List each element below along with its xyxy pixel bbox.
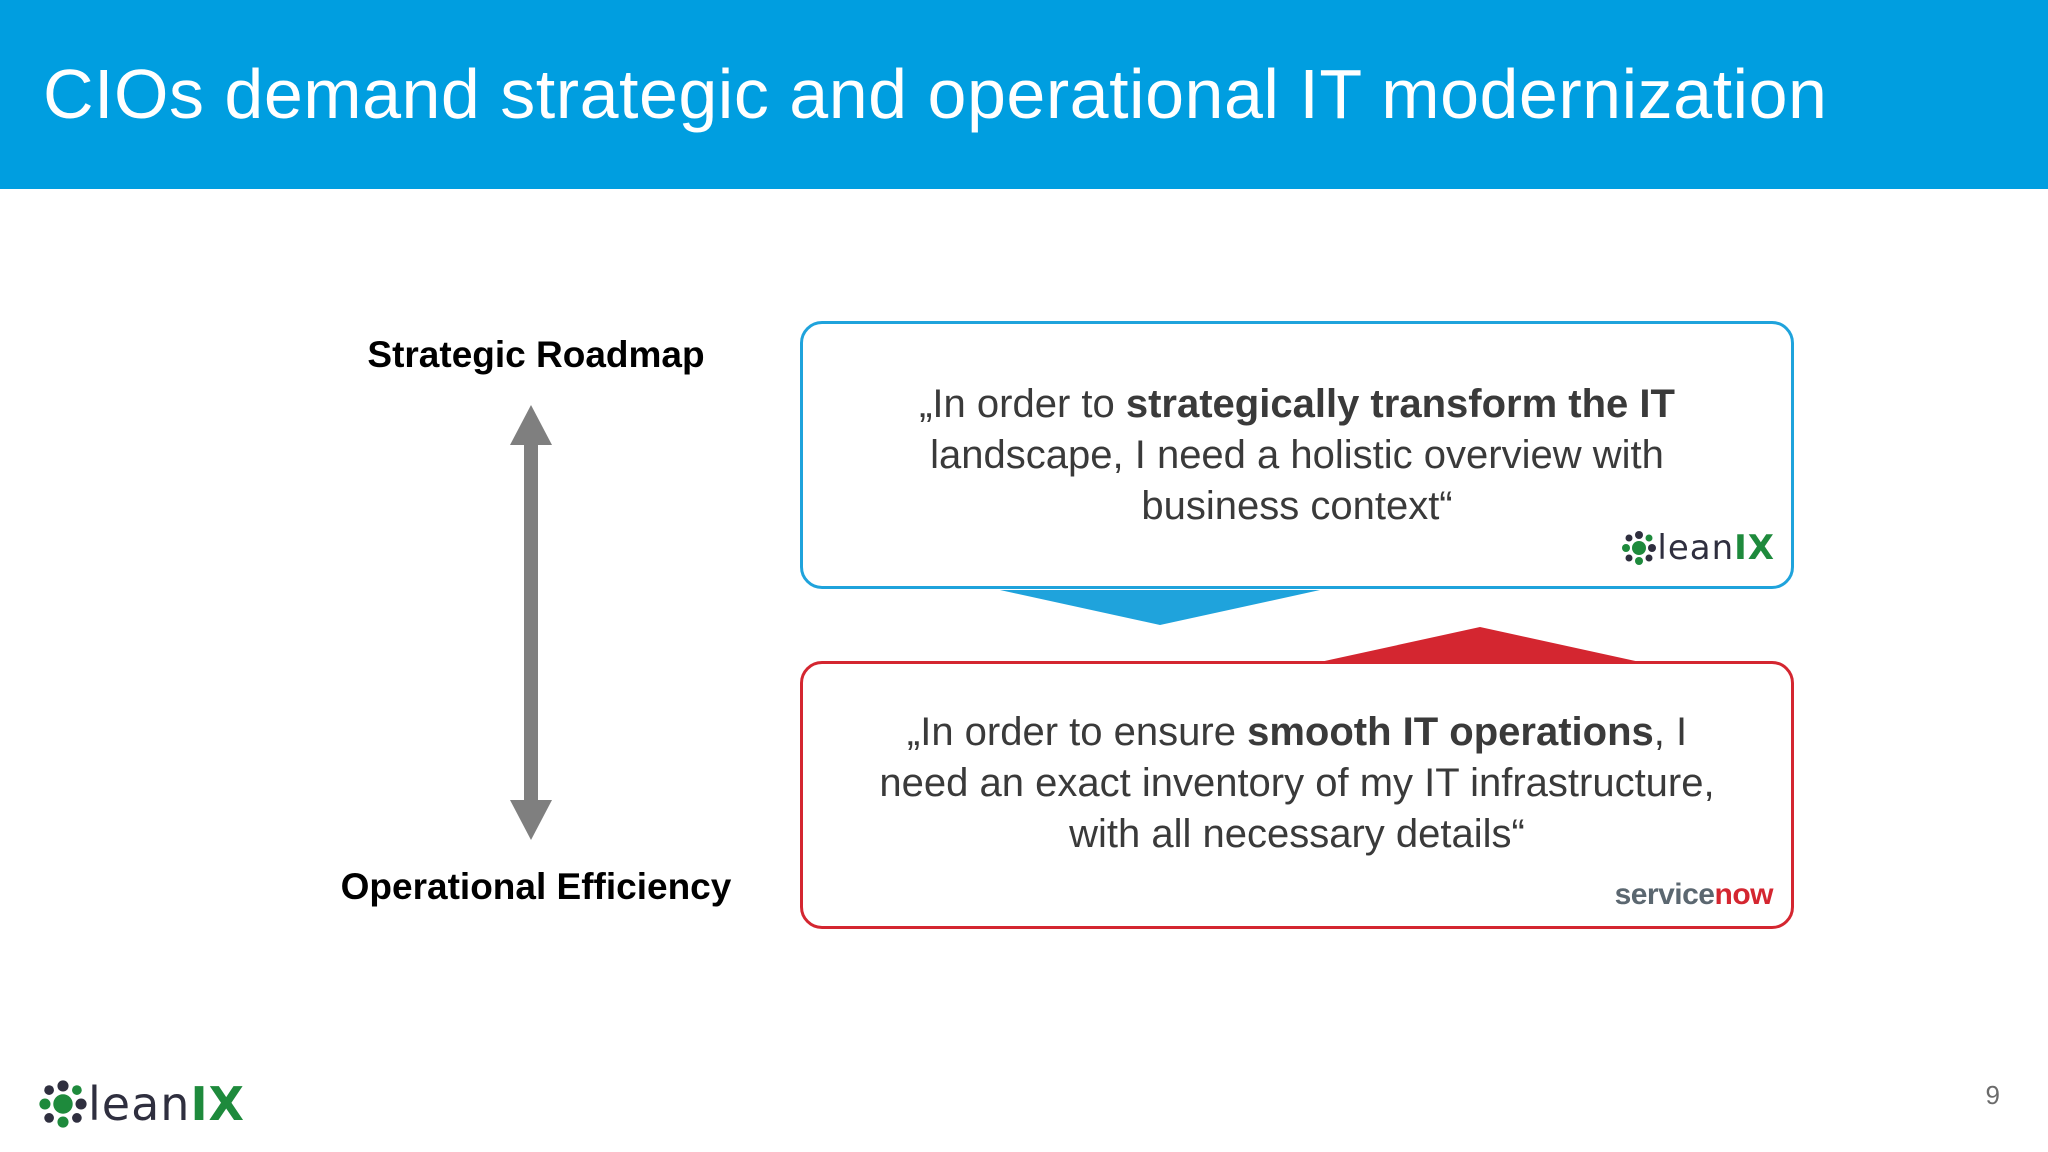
footer-leanix-wordmark: leanIX (88, 1077, 246, 1131)
page-number: 9 (1985, 1080, 2000, 1110)
leanix-logo-icon (39, 1080, 87, 1128)
leanix-logo: leanIX (1621, 528, 1775, 568)
connector-triangles (1000, 590, 1640, 662)
servicenow-quote: „In order to ensure smooth IT operations… (879, 710, 1715, 856)
leanix-wordmark: leanIX (1657, 528, 1775, 568)
servicenow-quote-card: „In order to ensure smooth IT operations… (800, 661, 1794, 929)
slide-title: CIOs demand strategic and operational IT… (43, 55, 1828, 133)
axis-label-strategic: Strategic Roadmap (367, 334, 705, 375)
axis-label-operational: Operational Efficiency (340, 866, 732, 907)
leanix-quote: „In order to strategically transform the… (919, 382, 1675, 528)
double-headed-arrow-icon (510, 405, 552, 840)
blue-down-triangle (1000, 590, 1320, 625)
title-bar: CIOs demand strategic and operational IT… (0, 0, 2048, 189)
red-up-triangle (1320, 627, 1640, 662)
servicenow-logo: servicenow (1614, 878, 1774, 911)
footer-leanix-logo: leanIX (38, 1076, 245, 1132)
leanix-logo-icon (1622, 531, 1657, 565)
leanix-quote-card: „In order to strategically transform the… (800, 321, 1794, 589)
